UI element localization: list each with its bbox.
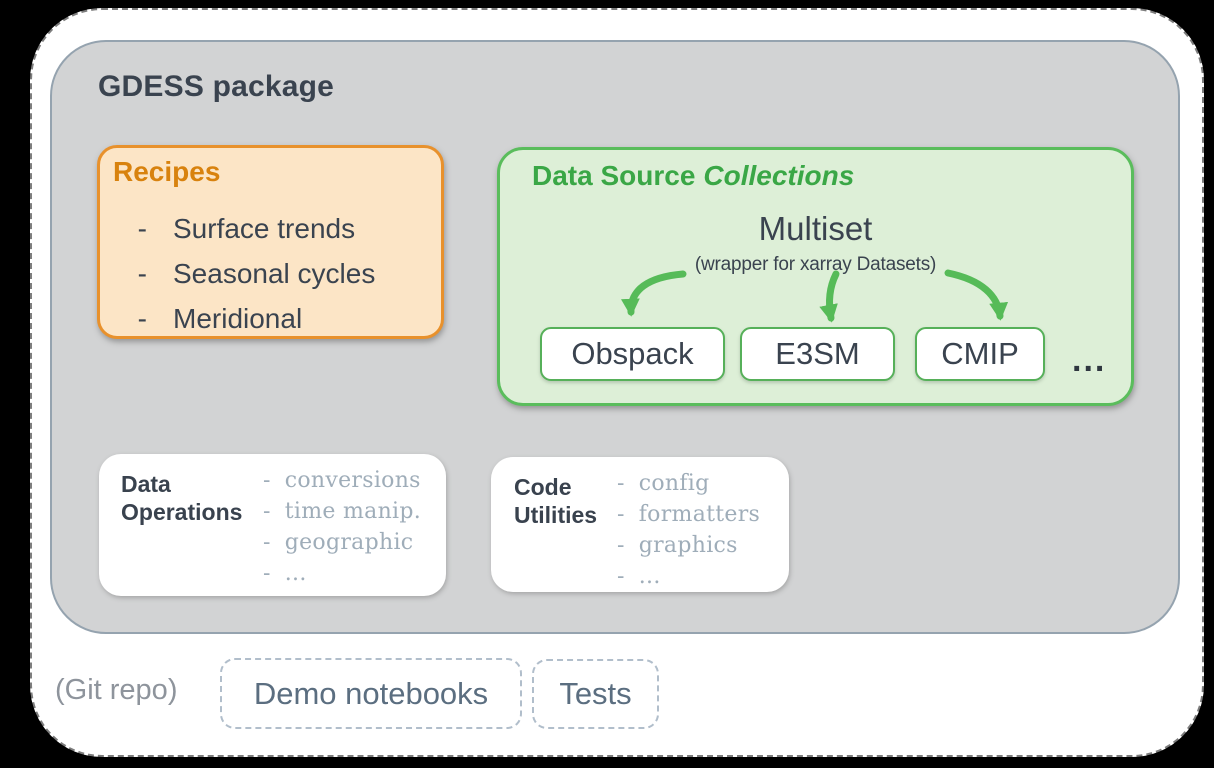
list-item: - Seasonal cycles [100,251,441,296]
multiset-arrows-icon [620,269,1009,323]
collections-title-italic: Collections [703,160,855,191]
bullet-dash: - [263,561,271,586]
demo-notebooks-box: Demo notebooks [220,658,522,729]
code-utilities-box: Code Utilities - config - formatters - g… [491,457,789,592]
data-operations-list: - conversions - time manip. - geographic… [263,465,421,589]
bullet-dash: - [263,530,271,555]
sources-row: Obspack E3SM CMIP ... [540,327,1106,381]
recipes-title: Recipes [113,156,221,187]
utility-label: graphics [638,533,738,558]
utility-label: config [638,471,710,496]
package-title: GDESS package [98,70,335,103]
git-repo-canvas: GDESS package Recipes - Surface trends -… [30,8,1204,757]
operation-label: geographic [284,530,414,555]
list-item: - Surface trends [100,206,441,251]
sources-ellipsis: ... [1072,340,1107,379]
git-repo-label: (Git repo) [55,674,178,706]
arrow-to-cmip-icon [944,269,1009,321]
code-utilities-list: - config - formatters - graphics - ... [617,468,760,592]
tests-box: Tests [532,659,659,729]
bullet-dash: - [137,302,147,334]
gdess-package-container: GDESS package Recipes - Surface trends -… [50,40,1180,634]
utility-label: ... [638,564,661,589]
data-operations-box: Data Operations - conversions - time man… [99,454,446,596]
operation-label: ... [284,561,307,586]
list-item: - config [617,468,760,499]
source-box-e3sm: E3SM [740,327,895,381]
data-operations-title: Data Operations [121,471,243,525]
bullet-dash: - [137,257,147,289]
recipes-list: - Surface trends - Seasonal cycles - Mer… [100,206,441,341]
list-item: - formatters [617,499,760,530]
utility-label: formatters [638,502,761,527]
recipe-label: Meridional [173,302,303,334]
list-item: - geographic [263,527,421,558]
operation-label: time manip. [284,499,422,524]
source-box-obspack: Obspack [540,327,725,381]
code-utilities-title: Code Utilities [514,474,598,528]
bullet-dash: - [617,471,625,496]
list-item: - graphics [617,530,760,561]
source-box-cmip: CMIP [915,327,1045,381]
bullet-dash: - [263,499,271,524]
recipe-label: Surface trends [173,212,356,244]
list-item: - ... [617,561,760,592]
list-item: - ... [263,558,421,589]
operation-label: conversions [284,468,421,493]
collections-title-main: Data Source [532,160,696,191]
bullet-dash: - [617,502,625,527]
bullet-dash: - [263,468,271,493]
bullet-dash: - [137,212,147,244]
arrow-to-obspack-icon [620,270,687,317]
multiset-label: Multiset [758,210,873,247]
bullet-dash: - [617,564,625,589]
list-item: - Meridional [100,296,441,341]
arrow-to-e3sm-icon [819,270,840,323]
recipe-label: Seasonal cycles [173,257,376,289]
recipes-box: Recipes - Surface trends - Seasonal cycl… [97,145,444,339]
list-item: - conversions [263,465,421,496]
multiset-note: (wrapper for xarray Datasets) [694,254,937,275]
list-item: - time manip. [263,496,421,527]
bullet-dash: - [617,533,625,558]
